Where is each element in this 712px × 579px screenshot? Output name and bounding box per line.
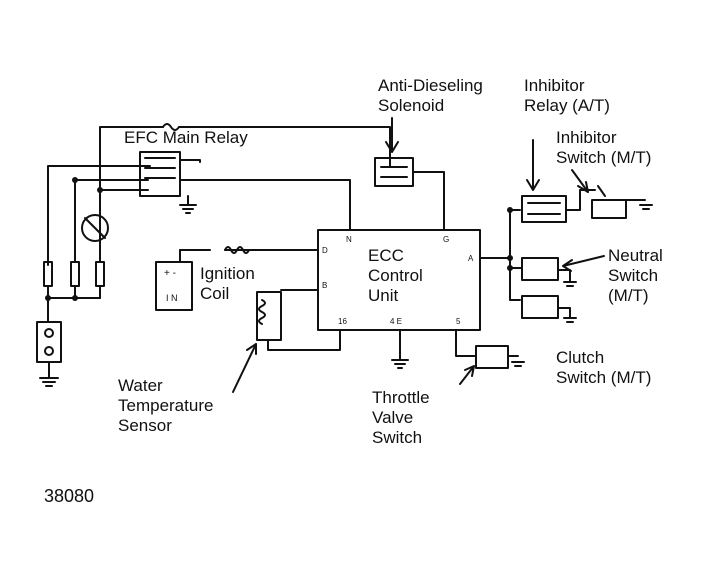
ignition-coil-box [155, 261, 193, 311]
inhibitor-switch-box [591, 199, 627, 219]
junction-dot [507, 207, 513, 213]
neutral-switch-line-3: (M/T) [608, 286, 649, 305]
junction-dot [45, 295, 51, 301]
pin-b: B [322, 281, 328, 290]
pin-5: 5 [456, 317, 461, 326]
pin-a: A [468, 254, 474, 263]
inhibitor-switch-line-1: Inhibitor [556, 128, 617, 147]
pin-g: G [443, 235, 450, 244]
junction-dot [72, 295, 78, 301]
junction-dot [507, 265, 513, 271]
junction-dot [507, 255, 513, 261]
water-temp-line-1: Water [118, 376, 163, 395]
throttle-line-1: Throttle [372, 388, 430, 407]
left-bus [47, 165, 151, 266]
throttle-line-3: Switch [372, 428, 423, 447]
efc-main-relay-text: EFC Main Relay [124, 128, 248, 147]
inhibitor-relay-line-1: Inhibitor [524, 76, 585, 95]
inhibitor-switch-label: Inhibitor Switch (M/T) [556, 128, 651, 168]
ignition-coil-label: Ignition Coil [200, 264, 255, 304]
water-temp-box [256, 291, 282, 341]
inhibitor-relay-line-2: Relay (A/T) [524, 96, 610, 115]
neutral-switch-line-2: Switch [608, 266, 659, 285]
solenoid-box [374, 157, 414, 187]
junction-dot [97, 187, 103, 193]
water-temp-line-3: Sensor [118, 416, 172, 435]
inhibitor-relay-label: Inhibitor Relay (A/T) [524, 76, 610, 116]
clutch-line-2: Switch (M/T) [556, 368, 652, 387]
ecc-line-3: Unit [368, 286, 399, 305]
neutral-switch-label: Neutral Switch (M/T) [608, 246, 663, 306]
efc-main-relay-label: EFC Main Relay [124, 128, 248, 148]
inhibitor-switch-line-2: Switch (M/T) [556, 148, 652, 167]
ecc-line-1: ECC [368, 246, 404, 265]
ignition-coil-line-2: Coil [200, 284, 230, 303]
ecc-line-2: Control [368, 266, 423, 285]
water-temp-line-2: Temperature [118, 396, 214, 415]
throttle-switch-box [475, 345, 509, 369]
ecc-unit-label: ECC Control Unit [368, 246, 423, 306]
pin-d: D [322, 246, 328, 255]
figure-number-text: 38080 [44, 486, 95, 506]
pin-4e: 4 E [390, 317, 403, 326]
coil-in: I N [166, 293, 178, 303]
anti-dieseling-line-1: Anti-Dieseling [378, 76, 483, 95]
pin-n: N [346, 235, 352, 244]
top-wire-right [178, 126, 391, 167]
throttle-valve-label: Throttle Valve Switch [372, 388, 430, 448]
fuse-link [162, 123, 180, 131]
ignition-coil-line-1: Ignition [200, 264, 255, 283]
bus-3 [74, 179, 149, 263]
figure-number: 38080 [44, 486, 94, 506]
water-temp-label: Water Temperature Sensor [118, 376, 213, 436]
relay-to-ecc-n [179, 179, 351, 231]
neutral-switch-box [521, 257, 559, 281]
neutral-switch-line-1: Neutral [608, 246, 663, 265]
efc-relay-box [139, 151, 181, 197]
top-wire [99, 126, 164, 197]
clutch-switch-label: Clutch Switch (M/T) [556, 348, 651, 388]
clutch-line-1: Clutch [556, 348, 605, 367]
throttle-line-2: Valve [372, 408, 414, 427]
coil-polarity: + - [164, 268, 176, 279]
inhibitor-relay-box [521, 195, 567, 223]
water-arrow [232, 343, 257, 393]
junction-dot [72, 177, 78, 183]
anti-dieseling-label: Anti-Dieseling Solenoid [378, 76, 483, 116]
lower-switch-box [521, 295, 559, 319]
anti-dieseling-line-2: Solenoid [378, 96, 445, 115]
pin-16: 16 [338, 317, 347, 326]
